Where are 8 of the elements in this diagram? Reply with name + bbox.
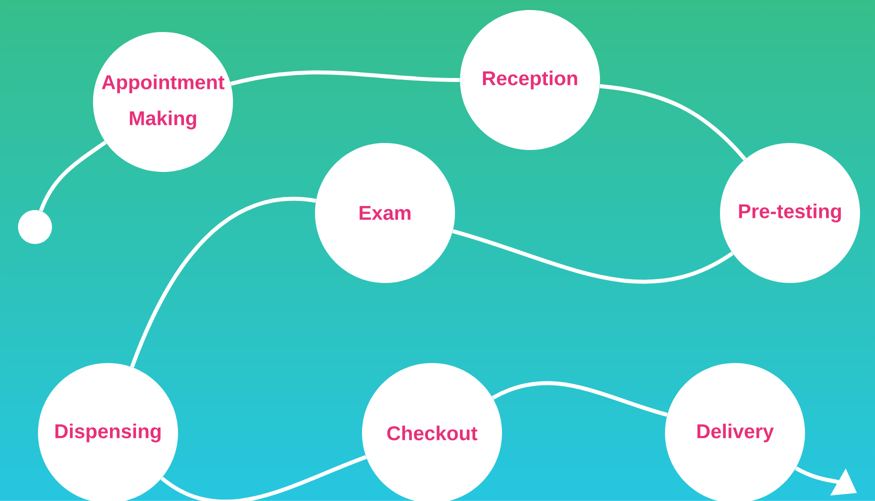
connector	[39, 140, 107, 212]
connector	[452, 229, 734, 284]
connector	[600, 84, 746, 161]
connector	[130, 196, 316, 368]
connector	[160, 455, 367, 501]
connector	[230, 70, 460, 86]
start-dot	[18, 210, 52, 244]
connector	[492, 381, 668, 417]
